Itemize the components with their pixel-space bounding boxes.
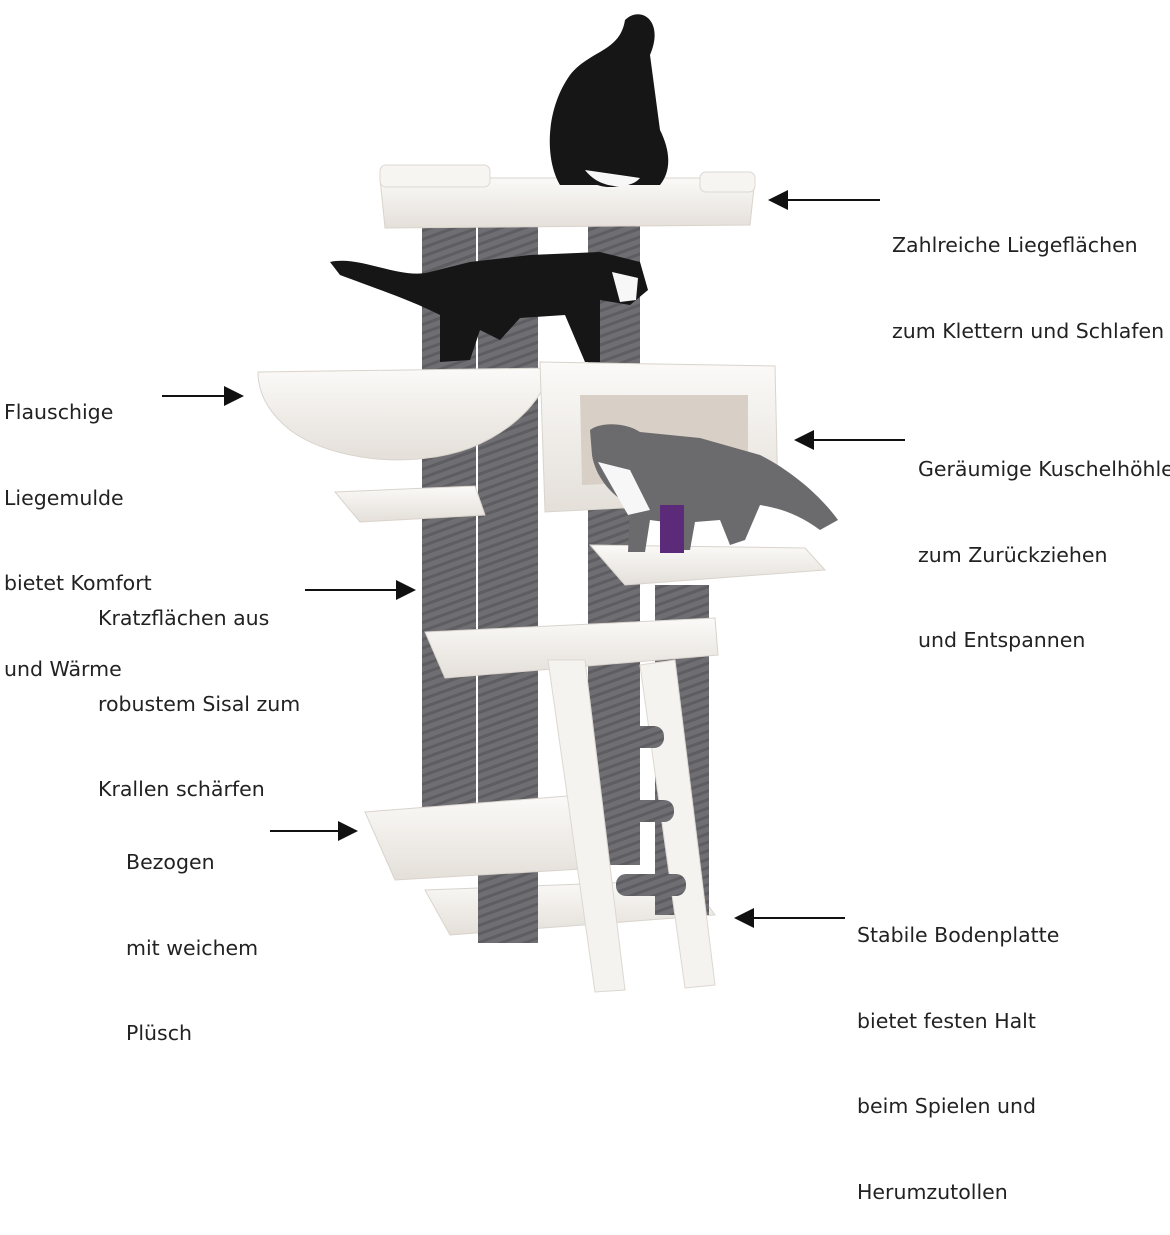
callout-line: und Entspannen: [918, 628, 1086, 652]
callout-base-plate: Stabile Bodenplatte bietet festen Halt b…: [857, 864, 1059, 1235]
callout-line: Herumzutollen: [857, 1179, 1008, 1204]
callout-line: Plüsch: [126, 1021, 192, 1045]
ladder: [547, 659, 716, 993]
plush-hammock: [257, 367, 551, 461]
callout-plush: Bezogen mit weichem Plüsch: [126, 791, 258, 1076]
grey-white-cat: [590, 424, 838, 553]
black-white-cat-middle: [330, 252, 648, 362]
callout-line: Liegemulde: [4, 485, 124, 510]
callout-line: Kratzflächen aus: [98, 606, 270, 630]
callout-line: und Wärme: [4, 656, 122, 681]
callout-sisal: Kratzflächen aus robustem Sisal zum Kral…: [98, 547, 300, 832]
callout-line: Bezogen: [126, 850, 215, 874]
ladder-rung: [616, 874, 686, 896]
callout-line: robustem Sisal zum: [98, 691, 301, 716]
lower-platform: [364, 794, 599, 881]
ladder-rung: [604, 800, 674, 822]
callout-line: zum Klettern und Schlafen: [892, 318, 1165, 343]
callout-line: zum Zurückziehen: [918, 542, 1108, 567]
callout-lying-surfaces: Zahlreiche Liegeflächen zum Klettern und…: [892, 174, 1164, 374]
right-platform: [588, 544, 827, 586]
callout-line: bietet festen Halt: [857, 1008, 1036, 1033]
callout-line: Geräumige Kuschelhöhle: [918, 457, 1170, 481]
callout-line: Flauschige: [4, 400, 114, 424]
callout-line: beim Spielen und: [857, 1094, 1036, 1118]
top-platform: [379, 164, 756, 229]
callout-cave: Geräumige Kuschelhöhle zum Zurückziehen …: [918, 398, 1170, 683]
callout-line: mit weichem: [126, 935, 259, 960]
black-white-cat-top: [549, 14, 669, 187]
cat-tree-illustration: [162, 14, 905, 993]
left-shelf: [333, 485, 486, 523]
callout-hammock: Flauschige Liegemulde bietet Komfort und…: [4, 341, 152, 712]
middle-platform: [424, 617, 719, 679]
callout-line: Krallen schärfen: [98, 777, 265, 801]
ladder-rung: [596, 726, 664, 748]
callout-line: Zahlreiche Liegeflächen: [892, 233, 1138, 257]
callout-line: bietet Komfort: [4, 571, 152, 595]
callout-line: Stabile Bodenplatte: [857, 923, 1060, 947]
